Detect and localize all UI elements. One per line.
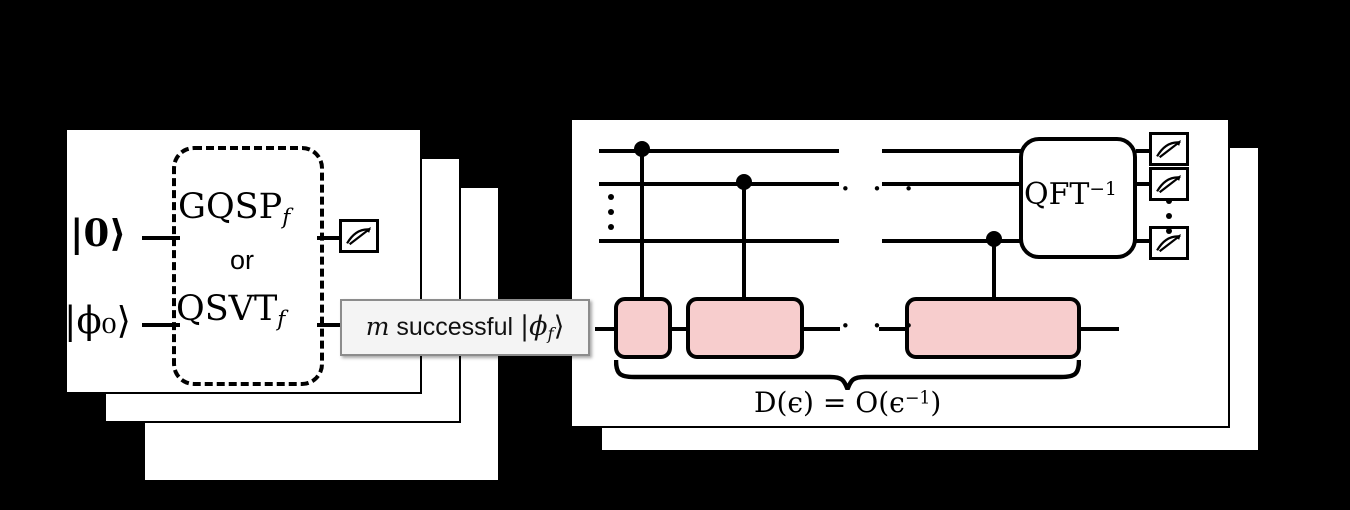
control-line-2 — [742, 182, 746, 302]
left-card-front: |0⟩ |ϕ₀⟩ GQSPf or QSVTf — [64, 128, 422, 394]
qft-text: QFT — [1024, 177, 1090, 212]
depth-brace — [614, 360, 1081, 390]
pink-gate-3 — [905, 297, 1081, 359]
meter-glyph — [1156, 233, 1181, 253]
qft-to-meter-wire-1 — [1136, 149, 1150, 153]
control-wires-vertical-ellipsis — [608, 194, 614, 230]
pink-gate-1 — [614, 297, 672, 359]
wire-state-in — [142, 323, 180, 327]
control-wire-2-right — [882, 182, 1022, 186]
brace-label-superscript: −1 — [904, 388, 931, 409]
meter-glyph — [1156, 174, 1181, 194]
tooltip-ket: |ϕf⟩ — [520, 311, 565, 344]
brace-label-main: D(ϵ) = O(ϵ — [754, 386, 905, 419]
meter-glyph — [1156, 139, 1181, 159]
measure-meter-icon-2 — [1149, 167, 1189, 201]
control-wire-1-right — [882, 149, 1022, 153]
brace-glyph — [614, 360, 1081, 390]
pink-gate-2 — [686, 297, 804, 359]
qft-to-meter-wire-3 — [1136, 239, 1150, 243]
control-line-1 — [640, 149, 644, 302]
target-wire-4 — [1079, 327, 1119, 331]
target-wire-1 — [670, 327, 690, 331]
tooltip-word: successful — [396, 313, 514, 342]
measure-meter-icon-1 — [1149, 132, 1189, 166]
meter-glyph — [346, 226, 371, 246]
control-wires-horizontal-ellipsis: · · · — [840, 169, 920, 209]
control-wire-3-left — [599, 239, 839, 243]
tooltip-text: m successful |ϕf⟩ — [366, 311, 565, 344]
target-wire-2 — [802, 327, 840, 331]
qft-inverse-label: QFT−1 — [1024, 180, 1117, 210]
or-label: or — [230, 245, 255, 275]
input-ket-state: |ϕ₀⟩ — [64, 299, 131, 342]
qsvt-subscript: f — [277, 307, 286, 333]
target-wire-0 — [595, 327, 617, 331]
control-line-3 — [992, 239, 996, 302]
qft-inverse-gate — [1019, 137, 1137, 259]
qsvt-text: QSVT — [176, 289, 278, 329]
wire-ancilla-in — [142, 236, 180, 240]
depth-brace-label: D(ϵ) = O(ϵ−1) — [754, 389, 941, 417]
target-wire-3 — [879, 327, 907, 331]
tooltip-symbol: m — [365, 312, 390, 342]
gqsp-subscript: f — [282, 205, 291, 231]
control-wire-1-left — [599, 149, 839, 153]
gqsp-text: GQSP — [178, 187, 283, 227]
control-wire-3-right — [882, 239, 1022, 243]
gqsp-qsvt-dashed-block — [172, 146, 324, 386]
right-card-front: · · · · · · QFT−1 — [570, 118, 1230, 428]
wire-state-out — [317, 323, 343, 327]
measure-meter-icon — [339, 219, 379, 253]
meters-vertical-ellipsis — [1166, 198, 1172, 234]
control-wire-2-left — [599, 182, 839, 186]
qft-superscript: −1 — [1089, 179, 1117, 201]
qsvt-label: QSVTf — [176, 292, 285, 331]
gates-horizontal-ellipsis: · · · — [840, 306, 920, 346]
tooltip-successful-state: m successful |ϕf⟩ — [340, 299, 590, 356]
gqsp-label: GQSPf — [178, 190, 290, 229]
qft-to-meter-wire-2 — [1136, 182, 1150, 186]
wire-ancilla-out — [317, 236, 339, 240]
brace-label-close: ) — [930, 386, 942, 419]
input-ket-ancilla: |0⟩ — [70, 211, 127, 255]
